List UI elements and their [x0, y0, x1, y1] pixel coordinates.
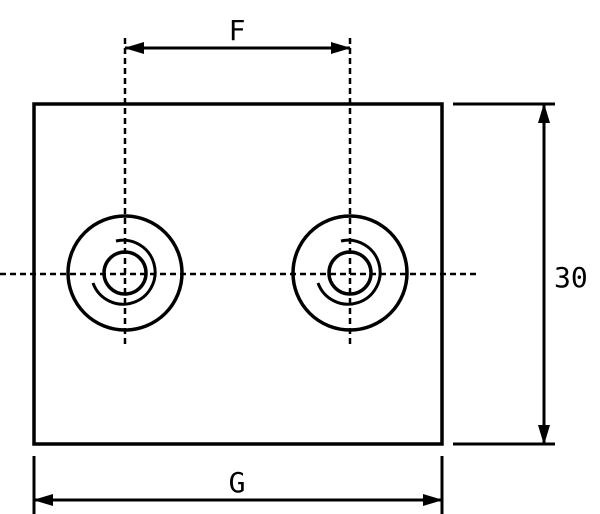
- left-hole-counterbore: [66, 214, 184, 332]
- dimension-label-f: F: [229, 14, 246, 47]
- dimension-label-30: 30: [554, 261, 588, 294]
- right-hole: [291, 214, 409, 332]
- left-hole-bore: [102, 250, 148, 296]
- left-hole: [66, 214, 184, 332]
- left-hole-thread-arc: [91, 238, 157, 306]
- dimension-label-g: G: [229, 466, 246, 499]
- right-hole-counterbore: [291, 214, 409, 332]
- right-hole-thread-arc: [316, 238, 382, 306]
- right-hole-bore: [327, 250, 373, 296]
